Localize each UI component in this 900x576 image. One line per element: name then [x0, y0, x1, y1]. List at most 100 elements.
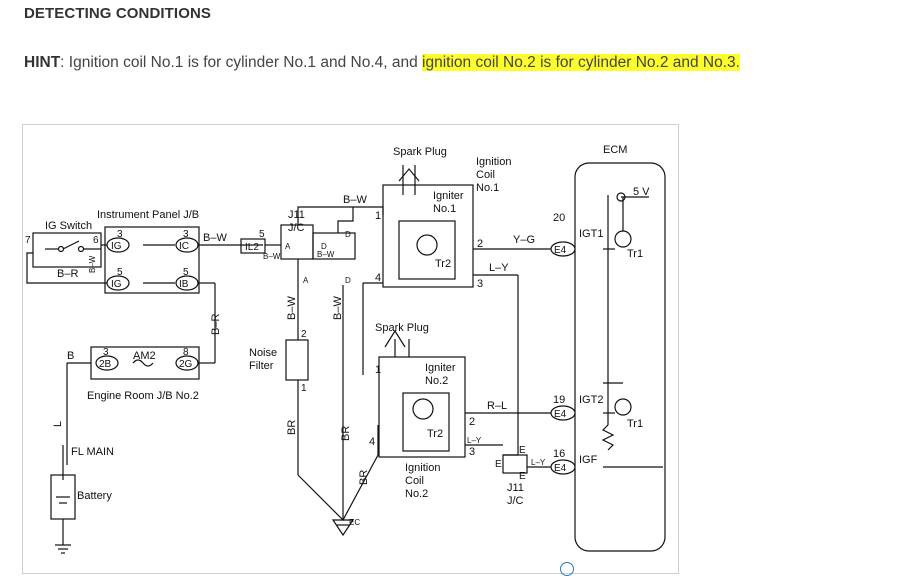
svg-text:BR: BR — [358, 470, 370, 485]
svg-text:B–R: B–R — [210, 314, 222, 335]
svg-text:B–W: B–W — [88, 255, 97, 273]
svg-text:Igniter: Igniter — [425, 362, 456, 374]
svg-text:No.1: No.1 — [476, 182, 499, 194]
svg-text:FL MAIN: FL MAIN — [71, 446, 114, 458]
svg-text:IG: IG — [111, 279, 122, 290]
svg-text:E: E — [519, 445, 526, 456]
svg-text:3: 3 — [469, 446, 475, 458]
hint-body: Ignition coil No.1 is for cylinder No.1 … — [64, 54, 423, 71]
svg-text:B–W: B–W — [203, 232, 227, 244]
svg-text:5: 5 — [259, 229, 265, 240]
svg-text:2: 2 — [469, 416, 475, 428]
hint-label: HINT — [24, 54, 61, 71]
svg-text:L: L — [52, 421, 64, 427]
hint-highlight: ignition coil No.2 is for cylinder No.2 … — [422, 54, 740, 71]
svg-text:3: 3 — [117, 229, 123, 240]
wiring-diagram-svg: Spark Plug Ignition Coil No.1 Igniter No… — [25, 144, 666, 554]
svg-text:IB: IB — [179, 279, 189, 290]
hint-text: HINT: Ignition coil No.1 is for cylinder… — [24, 54, 740, 71]
svg-text:Igniter: Igniter — [433, 190, 464, 202]
svg-text:20: 20 — [553, 212, 565, 224]
svg-text:3: 3 — [477, 278, 483, 290]
label-instrument-panel: Instrument Panel J/B — [97, 209, 199, 221]
svg-text:Ignition: Ignition — [476, 156, 511, 168]
svg-text:IL2: IL2 — [245, 242, 259, 253]
instrument-panel-jb — [104, 226, 200, 294]
label-ig-switch: IG Switch — [45, 220, 92, 232]
svg-text:8: 8 — [183, 347, 189, 358]
svg-text:BR: BR — [286, 420, 298, 435]
svg-text:A: A — [303, 276, 309, 285]
wiring-diagram: Spark Plug Ignition Coil No.1 Igniter No… — [22, 124, 679, 574]
label-spark-plug-2: Spark Plug — [375, 322, 429, 334]
svg-text:B–W: B–W — [317, 250, 335, 259]
svg-text:3: 3 — [183, 229, 189, 240]
svg-text:L–Y: L–Y — [489, 262, 509, 274]
svg-text:4: 4 — [369, 436, 375, 448]
svg-text:D: D — [321, 242, 327, 251]
svg-text:B–R: B–R — [57, 268, 78, 280]
svg-text:No.2: No.2 — [425, 375, 448, 387]
svg-text:B–W: B–W — [343, 194, 367, 206]
svg-text:R–L: R–L — [487, 400, 507, 412]
svg-text:EC: EC — [349, 518, 360, 527]
svg-text:Tr2: Tr2 — [427, 428, 443, 440]
svg-text:E4: E4 — [554, 463, 567, 474]
svg-text:IGT2: IGT2 — [579, 394, 603, 406]
svg-text:D: D — [345, 276, 351, 285]
svg-text:2G: 2G — [179, 359, 193, 370]
section-heading: DETECTING CONDITIONS — [24, 5, 212, 22]
svg-text:2: 2 — [477, 238, 483, 250]
svg-text:B–W: B–W — [263, 252, 281, 261]
svg-text:D: D — [345, 230, 351, 239]
svg-text:2B: 2B — [99, 359, 112, 370]
svg-text:No.1: No.1 — [433, 203, 456, 215]
svg-text:2: 2 — [301, 329, 307, 340]
svg-text:J/C: J/C — [288, 222, 305, 234]
svg-text:No.2: No.2 — [405, 488, 428, 500]
svg-text:E4: E4 — [554, 245, 567, 256]
ig-switch-box — [32, 232, 102, 268]
svg-text:BR: BR — [340, 426, 352, 441]
svg-text:6: 6 — [93, 235, 99, 246]
ecm-box — [574, 162, 666, 552]
label-battery: Battery — [77, 490, 112, 502]
svg-text:L–Y: L–Y — [531, 458, 546, 467]
svg-text:B–W: B–W — [286, 296, 298, 320]
svg-text:Coil: Coil — [405, 475, 424, 487]
svg-text:Tr1: Tr1 — [627, 248, 643, 260]
svg-text:5: 5 — [117, 267, 123, 278]
svg-text:Tr1: Tr1 — [627, 418, 643, 430]
svg-text:Filter: Filter — [249, 360, 274, 372]
svg-text:Tr2: Tr2 — [435, 258, 451, 270]
svg-text:B–W: B–W — [332, 296, 344, 320]
svg-text:IGF: IGF — [579, 454, 598, 466]
svg-text:Noise: Noise — [249, 347, 277, 359]
svg-text:J11: J11 — [507, 482, 524, 494]
svg-text:5: 5 — [183, 267, 189, 278]
svg-text:IC: IC — [179, 241, 189, 252]
svg-text:3: 3 — [103, 347, 109, 358]
svg-text:AM2: AM2 — [133, 350, 156, 362]
svg-text:Y–G: Y–G — [513, 234, 535, 246]
label-spark-plug-1: Spark Plug — [393, 146, 447, 158]
svg-text:1: 1 — [375, 364, 381, 376]
svg-text:J/C: J/C — [507, 495, 524, 507]
svg-text:E4: E4 — [554, 409, 567, 420]
svg-text:Ignition: Ignition — [405, 462, 440, 474]
svg-text:19: 19 — [553, 394, 565, 406]
svg-text:4: 4 — [375, 272, 381, 284]
svg-text:7: 7 — [25, 235, 31, 246]
svg-text:E: E — [495, 459, 502, 470]
svg-text:Coil: Coil — [476, 169, 495, 181]
svg-text:16: 16 — [553, 448, 565, 460]
svg-text:J11: J11 — [288, 209, 305, 221]
svg-text:IG: IG — [111, 241, 122, 252]
svg-text:A: A — [285, 242, 291, 251]
svg-text:1: 1 — [301, 383, 307, 394]
svg-text:B: B — [67, 350, 74, 362]
svg-text:1: 1 — [375, 210, 381, 222]
svg-text:IGT1: IGT1 — [579, 228, 603, 240]
label-engine-room: Engine Room J/B No.2 — [87, 390, 199, 402]
scroll-indicator-icon — [560, 562, 574, 576]
